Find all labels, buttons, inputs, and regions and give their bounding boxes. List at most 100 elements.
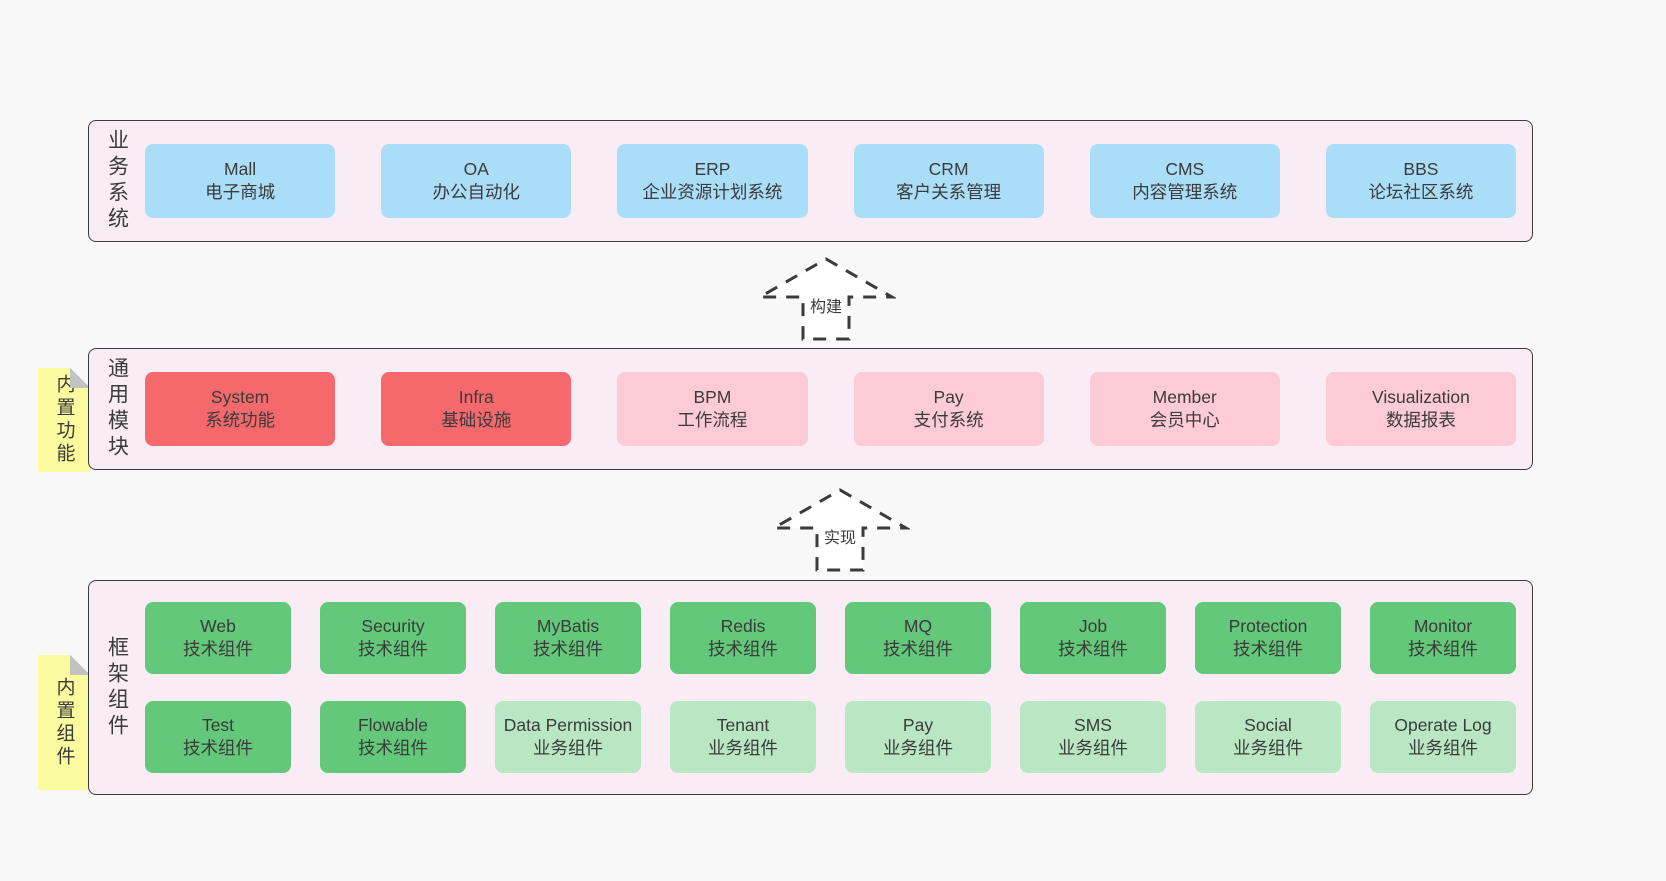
box-infra: Infra 基础设施 bbox=[381, 372, 572, 446]
box-pay-business: Pay 业务组件 bbox=[845, 701, 991, 773]
box-title: Flowable bbox=[357, 714, 429, 735]
box-title: BPM bbox=[693, 386, 732, 407]
box-title: Member bbox=[1152, 386, 1217, 407]
box-subtitle: 业务组件 bbox=[1058, 738, 1128, 758]
box-bpm: BPM 工作流程 bbox=[617, 372, 808, 446]
box-monitor: Monitor 技术组件 bbox=[1370, 602, 1516, 674]
box-title: OA bbox=[463, 158, 489, 179]
box-title: Web bbox=[200, 615, 236, 636]
layer-modules-label: 通用模块 bbox=[105, 357, 129, 461]
box-mall: Mall 电子商城 bbox=[145, 144, 336, 218]
box-test: Test 技术组件 bbox=[145, 701, 291, 773]
box-visualization: Visualization 数据报表 bbox=[1325, 372, 1517, 446]
box-title: Pay bbox=[902, 714, 934, 735]
folded-corner-icon bbox=[70, 655, 90, 675]
box-subtitle: 系统功能 bbox=[205, 410, 276, 430]
box-protection: Protection 技术组件 bbox=[1195, 602, 1341, 674]
box-bbs: BBS 论坛社区系统 bbox=[1325, 144, 1517, 218]
layer-framework-components: 框架组件 Web 技术组件 Security 技术组件 MyBatis 技术组件… bbox=[88, 580, 1533, 795]
box-mybatis: MyBatis 技术组件 bbox=[495, 602, 641, 674]
box-cms: CMS 内容管理系统 bbox=[1089, 144, 1280, 218]
box-subtitle: 客户关系管理 bbox=[896, 182, 1002, 202]
box-erp: ERP 企业资源计划系统 bbox=[617, 144, 808, 218]
box-subtitle: 业务组件 bbox=[883, 738, 953, 758]
box-title: Data Permission bbox=[503, 714, 633, 735]
box-title: MQ bbox=[903, 615, 933, 636]
box-title: Monitor bbox=[1413, 615, 1473, 636]
box-member: Member 会员中心 bbox=[1089, 372, 1280, 446]
box-subtitle: 技术组件 bbox=[1408, 639, 1478, 659]
box-subtitle: 技术组件 bbox=[358, 639, 428, 659]
layer-components-label: 框架组件 bbox=[105, 635, 129, 740]
arrow-implement: 实现 bbox=[770, 487, 910, 573]
box-title: Job bbox=[1078, 615, 1108, 636]
box-subtitle: 会员中心 bbox=[1149, 410, 1220, 430]
box-subtitle: 论坛社区系统 bbox=[1368, 182, 1474, 202]
box-title: Mall bbox=[224, 158, 257, 179]
box-subtitle: 企业资源计划系统 bbox=[642, 182, 783, 202]
box-title: Infra bbox=[458, 386, 494, 407]
box-oa: OA 办公自动化 bbox=[381, 144, 572, 218]
layer-business-systems: 业务系统 Mall 电子商城 OA 办公自动化 ERP 企业资源计划系统 CRM… bbox=[88, 120, 1533, 242]
arrow-build: 构建 bbox=[756, 256, 896, 342]
box-subtitle: 基础设施 bbox=[441, 410, 512, 430]
box-subtitle: 业务组件 bbox=[708, 738, 778, 758]
layer-label-column: 框架组件 bbox=[89, 581, 145, 794]
box-title: Visualization bbox=[1371, 386, 1470, 407]
box-subtitle: 工作流程 bbox=[677, 410, 748, 430]
sticky-built-in-components: 内置组件 bbox=[38, 655, 90, 790]
box-data-permission: Data Permission 业务组件 bbox=[495, 701, 641, 773]
box-subtitle: 办公自动化 bbox=[432, 182, 521, 202]
box-title: Pay bbox=[933, 386, 964, 407]
box-subtitle: 支付系统 bbox=[913, 410, 984, 430]
box-subtitle: 数据报表 bbox=[1385, 410, 1456, 430]
box-subtitle: 技术组件 bbox=[1233, 639, 1303, 659]
box-title: BBS bbox=[1403, 158, 1439, 179]
box-sms: SMS 业务组件 bbox=[1020, 701, 1166, 773]
folded-corner-icon bbox=[70, 368, 90, 388]
box-subtitle: 业务组件 bbox=[1408, 738, 1478, 758]
box-title: ERP bbox=[694, 158, 731, 179]
business-boxes: Mall 电子商城 OA 办公自动化 ERP 企业资源计划系统 CRM 客户关系… bbox=[145, 121, 1532, 241]
sticky-built-in-features: 内置功能 bbox=[38, 368, 90, 472]
box-subtitle: 技术组件 bbox=[183, 738, 253, 758]
box-title: Tenant bbox=[716, 714, 770, 735]
arrow-build-label: 构建 bbox=[806, 292, 846, 318]
box-subtitle: 技术组件 bbox=[883, 639, 953, 659]
box-redis: Redis 技术组件 bbox=[670, 602, 816, 674]
box-tenant: Tenant 业务组件 bbox=[670, 701, 816, 773]
layer-business-label: 业务系统 bbox=[105, 129, 129, 233]
box-pay: Pay 支付系统 bbox=[853, 372, 1044, 446]
box-social: Social 业务组件 bbox=[1195, 701, 1341, 773]
box-title: Security bbox=[361, 615, 425, 636]
box-title: SMS bbox=[1074, 714, 1112, 735]
layer-label-column: 通用模块 bbox=[89, 349, 145, 469]
box-title: CMS bbox=[1165, 158, 1205, 179]
component-boxes: Web 技术组件 Security 技术组件 MyBatis 技术组件 Redi… bbox=[145, 581, 1532, 794]
box-subtitle: 技术组件 bbox=[533, 639, 603, 659]
box-title: Test bbox=[201, 714, 235, 735]
box-subtitle: 技术组件 bbox=[1058, 639, 1128, 659]
box-web: Web 技术组件 bbox=[145, 602, 291, 674]
box-title: MyBatis bbox=[536, 615, 600, 636]
box-subtitle: 技术组件 bbox=[358, 738, 428, 758]
box-title: Redis bbox=[720, 615, 766, 636]
box-subtitle: 电子商城 bbox=[205, 182, 276, 202]
box-operate-log: Operate Log 业务组件 bbox=[1370, 701, 1516, 773]
box-title: System bbox=[210, 386, 270, 407]
box-title: CRM bbox=[928, 158, 969, 179]
box-security: Security 技术组件 bbox=[320, 602, 466, 674]
box-title: Operate Log bbox=[1394, 714, 1492, 735]
box-job: Job 技术组件 bbox=[1020, 602, 1166, 674]
layer-common-modules: 通用模块 System 系统功能 Infra 基础设施 BPM 工作流程 Pay… bbox=[88, 348, 1533, 470]
box-title: Protection bbox=[1228, 615, 1308, 636]
layer-label-column: 业务系统 bbox=[89, 121, 145, 241]
box-subtitle: 技术组件 bbox=[708, 639, 778, 659]
box-crm: CRM 客户关系管理 bbox=[853, 144, 1044, 218]
sticky-built-in-features-label: 内置功能 bbox=[53, 374, 75, 466]
arrow-implement-label: 实现 bbox=[820, 523, 860, 549]
module-boxes: System 系统功能 Infra 基础设施 BPM 工作流程 Pay 支付系统… bbox=[145, 349, 1532, 469]
box-flowable: Flowable 技术组件 bbox=[320, 701, 466, 773]
box-mq: MQ 技术组件 bbox=[845, 602, 991, 674]
